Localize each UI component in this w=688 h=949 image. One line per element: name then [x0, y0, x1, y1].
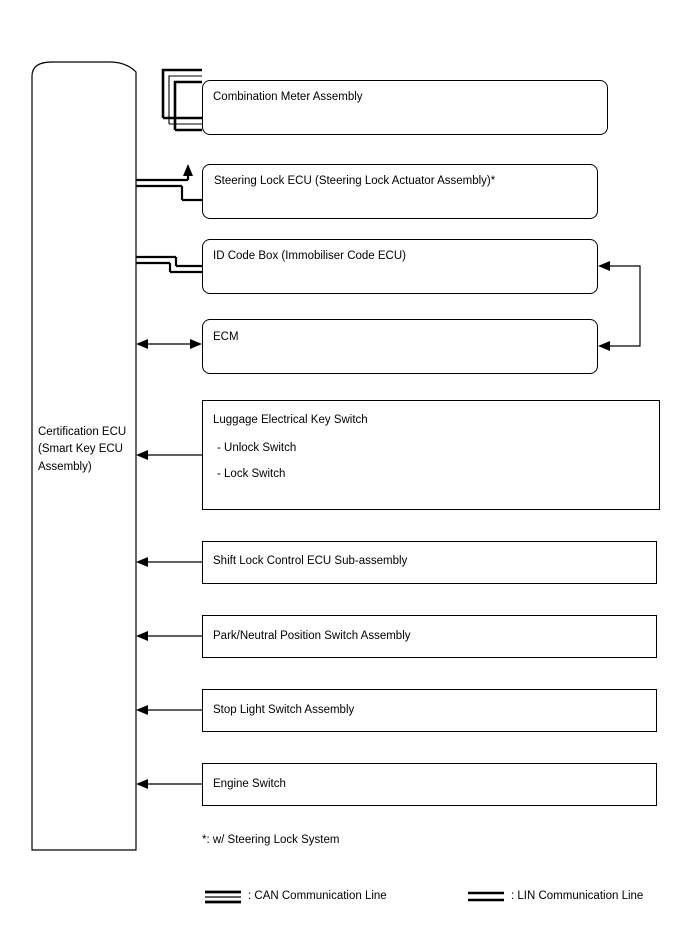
node-steering-lock-ecu[interactable] [202, 164, 598, 219]
label-id-code-box: ID Code Box (Immobiliser Code ECU) [213, 250, 407, 262]
node-park-neutral-position-switch[interactable] [202, 615, 657, 658]
legend-label-can: : CAN Communication Line [248, 890, 387, 902]
arrow-ecm [136, 339, 202, 349]
label-ecm: ECM [213, 331, 239, 343]
label-stop-light-switch: Stop Light Switch Assembly [213, 704, 355, 716]
certification-ecu-label: Certification ECU (Smart Key ECU Assembl… [38, 426, 127, 473]
node-combination-meter-assembly[interactable] [202, 80, 608, 135]
node-engine-switch[interactable] [202, 763, 657, 806]
link-id-code-box-ecm [598, 261, 641, 351]
label-park-neutral-position-switch: Park/Neutral Position Switch Assembly [213, 630, 411, 642]
node-shift-lock-control-ecu[interactable] [202, 541, 657, 584]
label-luggage-lock-switch: - Lock Switch [217, 468, 286, 480]
footnote-steering-lock-system: *: w/ Steering Lock System [202, 834, 340, 846]
arrow-luggage-electrical-key-switch [136, 450, 202, 460]
label-shift-lock-control-ecu: Shift Lock Control ECU Sub-assembly [213, 555, 408, 567]
label-combination-meter-assembly: Combination Meter Assembly [213, 91, 363, 103]
arrow-shift-lock-control-ecu [136, 557, 202, 567]
arrow-park-neutral-position-switch [136, 631, 202, 641]
node-luggage-electrical-key-switch[interactable] [202, 400, 660, 510]
label-luggage-unlock-switch: - Unlock Switch [217, 442, 297, 454]
node-id-code-box[interactable] [202, 239, 598, 294]
label-engine-switch: Engine Switch [213, 778, 286, 790]
can-line-combination-meter [161, 68, 202, 132]
node-ecm[interactable] [202, 319, 598, 374]
node-stop-light-switch[interactable] [202, 689, 657, 732]
arrow-engine-switch [136, 779, 202, 789]
legend-can-swatch [205, 890, 241, 904]
arrow-stop-light-switch [136, 705, 202, 715]
lin-line-steering-lock-ecu [136, 164, 202, 202]
label-steering-lock-ecu: Steering Lock ECU (Steering Lock Actuato… [214, 175, 496, 187]
lin-line-id-code-box [136, 255, 202, 274]
legend-label-lin: : LIN Communication Line [511, 890, 644, 902]
label-luggage-electrical-key-switch: Luggage Electrical Key Switch [213, 414, 368, 426]
legend-lin-swatch [468, 891, 504, 902]
